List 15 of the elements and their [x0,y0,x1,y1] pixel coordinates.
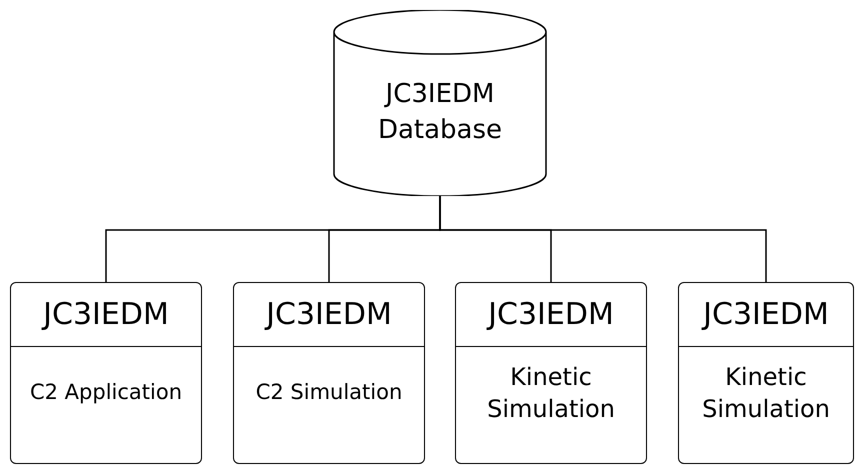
component-box [10,282,202,464]
connector-line [439,196,767,282]
box-heading: JC3IEDM [703,296,829,334]
database-label: JC3IEDM Database [376,78,504,147]
box-heading: JC3IEDM [43,296,169,334]
box-heading: JC3IEDM [488,296,614,334]
box-body-text: Kinetic Simulation [486,362,616,425]
component-box [678,282,854,464]
box-body-text: C2 Simulation [256,379,402,406]
component-box [233,282,425,464]
box-heading: JC3IEDM [266,296,392,334]
box-body-text: Kinetic Simulation [701,362,831,425]
component-box [455,282,647,464]
box-body-text: C2 Application [30,379,182,406]
database-cylinder [333,10,547,196]
